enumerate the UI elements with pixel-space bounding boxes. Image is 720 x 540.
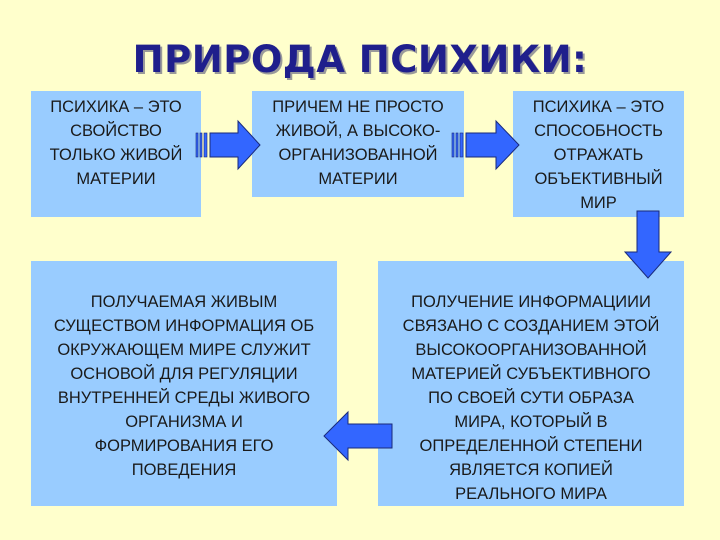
box-reflection-ability: ПСИХИКА – ЭТО СПОСОБНОСТЬ ОТРАЖАТЬ ОБЪЕК… (513, 91, 684, 217)
arrow-right-1 (195, 119, 261, 171)
arrow-down (623, 210, 673, 279)
box-subjective-image-text: ПОЛУЧЕНИЕ ИНФОРМАЦИИИ СВЯЗАНО С СОЗДАНИЕ… (402, 293, 660, 503)
box-psyche-property-text: ПСИХИКА – ЭТО СВОЙСТВО ТОЛЬКО ЖИВОЙ МАТЕ… (49, 98, 183, 188)
arrow-right-2 (451, 119, 520, 171)
box-regulation-basis-text: ПОЛУЧАЕМАЯ ЖИВЫМ СУЩЕСТВОМ ИНФОРМАЦИЯ ОБ… (53, 293, 315, 479)
box-subjective-image: ПОЛУЧЕНИЕ ИНФОРМАЦИИИ СВЯЗАНО С СОЗДАНИЕ… (378, 261, 684, 506)
box-highly-organized-matter: ПРИЧЕМ НЕ ПРОСТО ЖИВОЙ, А ВЫСОКО- ОРГАНИ… (252, 91, 464, 197)
box-regulation-basis: ПОЛУЧАЕМАЯ ЖИВЫМ СУЩЕСТВОМ ИНФОРМАЦИЯ ОБ… (31, 261, 337, 506)
box-highly-organized-matter-text: ПРИЧЕМ НЕ ПРОСТО ЖИВОЙ, А ВЫСОКО- ОРГАНИ… (272, 98, 444, 188)
box-reflection-ability-text: ПСИХИКА – ЭТО СПОСОБНОСТЬ ОТРАЖАТЬ ОБЪЕК… (532, 98, 665, 212)
page-title: ПРИРОДА ПСИХИКИ: (132, 38, 588, 81)
box-psyche-property: ПСИХИКА – ЭТО СВОЙСТВО ТОЛЬКО ЖИВОЙ МАТЕ… (31, 91, 201, 217)
arrow-left (323, 410, 393, 462)
